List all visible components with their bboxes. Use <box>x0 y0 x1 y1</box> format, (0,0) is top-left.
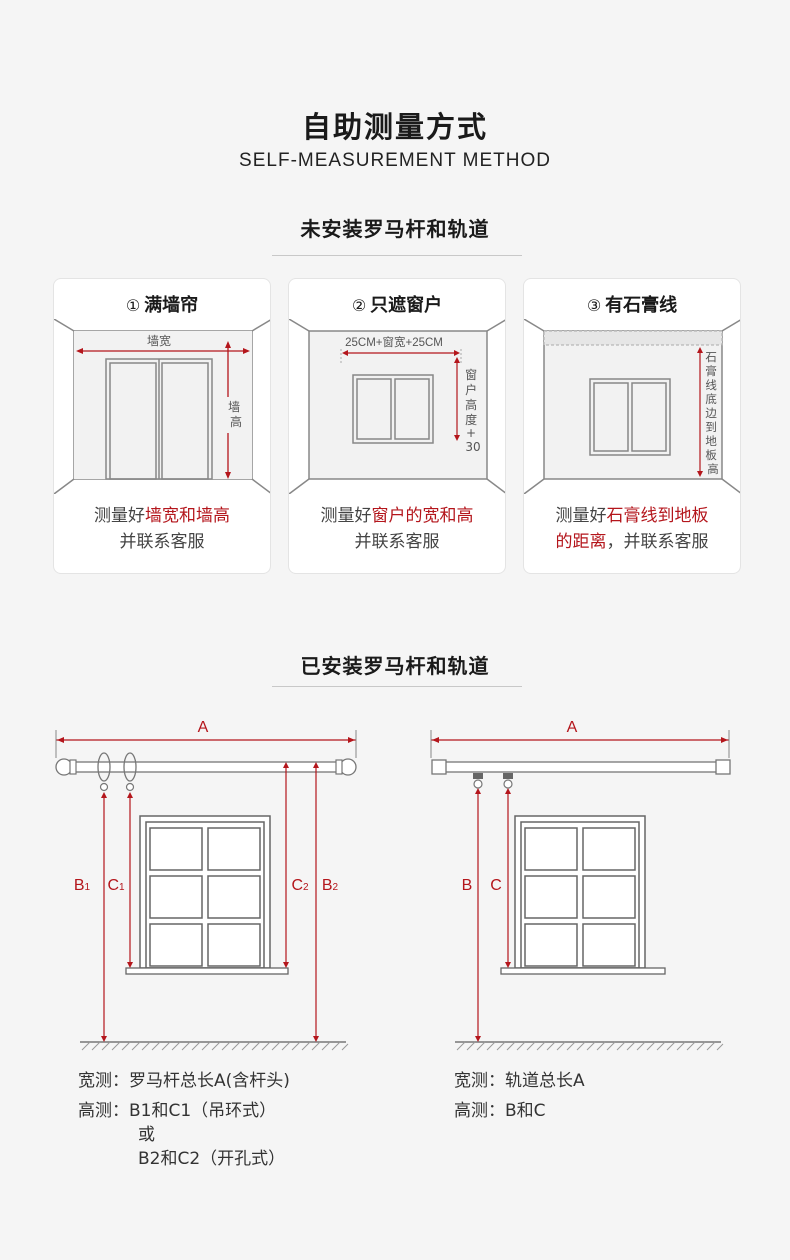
card-desc: 测量好墙宽和墙高 并联系客服 <box>94 506 230 552</box>
rod-height-measure: 高测：B1和C1（吊环式） <box>78 1101 277 1121</box>
card-desc: 测量好窗户的宽和高 并联系客服 <box>320 506 474 552</box>
b1-label: B1 <box>74 877 91 894</box>
track-width-measure: 宽测：轨道总长A <box>454 1071 585 1091</box>
window-height-char: 窗 <box>465 368 477 382</box>
window-width-label: 25CM+窗宽+25CM <box>345 335 443 349</box>
gypsum-height-char: 底 <box>705 392 717 406</box>
roman-rod-diagram: A <box>55 719 357 1051</box>
gypsum-height-char: 地 <box>705 434 717 448</box>
b2-label: B2 <box>322 877 339 894</box>
window-height-label: 窗 户 高 度 + 30 <box>465 368 481 454</box>
section-divider <box>272 686 522 687</box>
window-height-char: 户 <box>465 382 477 397</box>
c2-label: C2 <box>291 877 309 894</box>
wall-width-label: 墙宽 <box>147 333 171 348</box>
track-height-measure: 高测：B和C <box>454 1101 546 1121</box>
track-diagram: A B C <box>430 719 731 1051</box>
full-wall-diagram: 墙宽 墙 高 <box>54 319 270 494</box>
gypsum-height-char: 边 <box>705 406 717 420</box>
section-title-uninstalled: 未安装罗马杆和轨道 <box>300 217 490 241</box>
rod-width-measure: 宽测：罗马杆总长A(含杆头) <box>78 1071 290 1091</box>
rod-height-or: 或 <box>138 1125 155 1145</box>
track-length-label: A <box>567 719 578 736</box>
gypsum-line-diagram: 石 膏 线 底 边 到 地 板 高 <box>524 319 740 494</box>
gypsum-height-char: 板 <box>705 448 717 462</box>
section-divider <box>272 255 522 256</box>
wall-height-label: 墙 高 <box>228 400 244 429</box>
wall-height-char: 墙 <box>228 400 240 414</box>
wall-height-char: 高 <box>230 414 242 429</box>
gypsum-height-label: 石 膏 线 底 边 到 地 板 高 <box>705 350 720 476</box>
window-height-char: 高 <box>465 397 477 412</box>
gypsum-height-char: 高 <box>707 462 719 476</box>
gypsum-height-char: 石 <box>705 350 717 364</box>
gypsum-height-char: 线 <box>705 378 717 392</box>
section-title-installed: 已安装罗马杆和轨道 <box>300 654 490 678</box>
rod-length-label: A <box>198 719 209 736</box>
window-only-diagram: 25CM+窗宽+25CM 窗 户 高 度 + 30 <box>289 319 505 494</box>
gypsum-height-char: 到 <box>705 420 717 434</box>
window-height-char: 度 <box>465 412 477 427</box>
page-subtitle: SELF-MEASUREMENT METHOD <box>239 150 551 171</box>
page-title: 自助测量方式 <box>301 110 488 144</box>
window-height-char: + <box>466 426 476 440</box>
c1-label: C1 <box>107 877 125 894</box>
c-label: C <box>490 877 502 894</box>
rod-height-alt: B2和C2（开孔式） <box>138 1149 286 1169</box>
card-desc: 测量好石膏线到地板 的距离，并联系客服 <box>555 506 709 552</box>
gypsum-height-char: 膏 <box>705 364 717 378</box>
window-height-char: 30 <box>465 440 480 454</box>
b-label: B <box>462 877 473 894</box>
